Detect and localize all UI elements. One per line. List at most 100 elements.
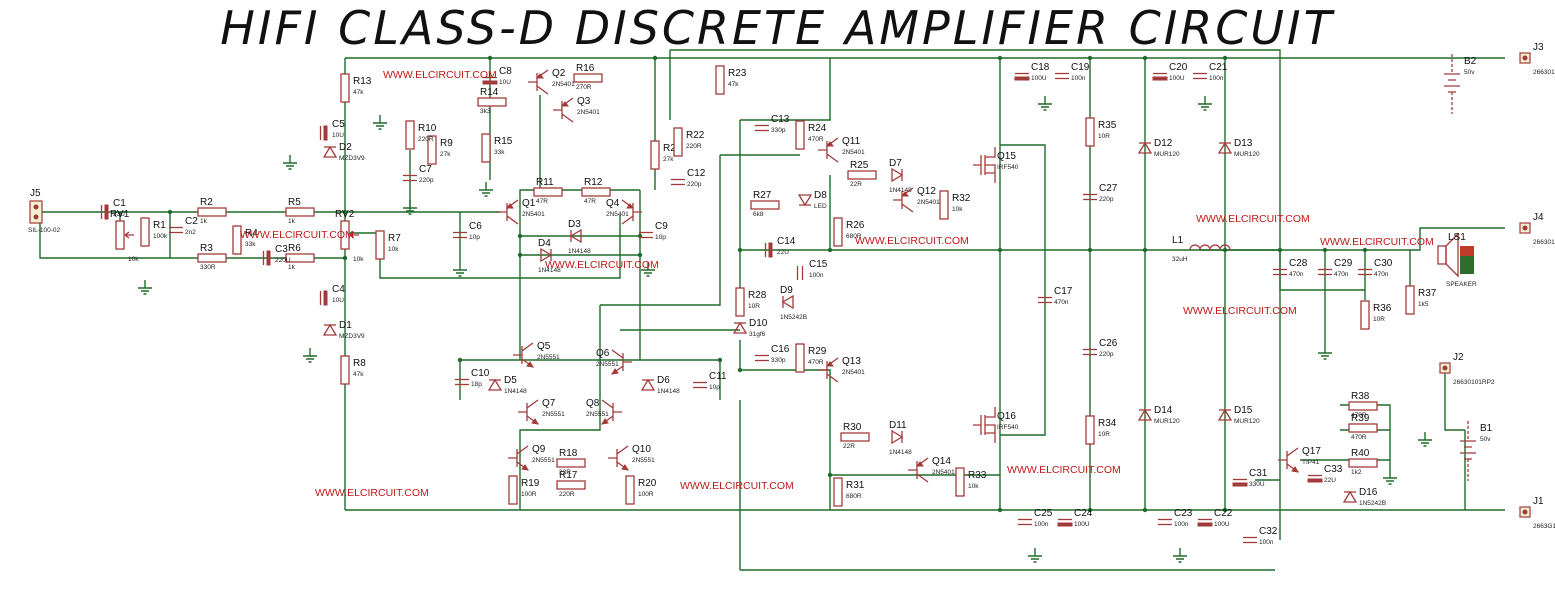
diode-label: D6 bbox=[657, 375, 670, 386]
speaker-label: LS1 bbox=[1448, 232, 1466, 243]
diode-label: D15 bbox=[1234, 405, 1253, 416]
resistor-value: 10R bbox=[1098, 431, 1110, 438]
watermark-text: WWW.ELCIRCUIT.COM bbox=[1183, 305, 1297, 317]
capacitor-value: 330p bbox=[771, 127, 786, 134]
diode-label: D9 bbox=[780, 285, 793, 296]
capacitor-value: 2n2 bbox=[185, 229, 196, 236]
diode-label: D8 bbox=[814, 190, 827, 201]
resistor-value: 10R bbox=[1098, 133, 1110, 140]
capacitor-value: 33U bbox=[113, 211, 125, 218]
diode-d9: D9 1N5242B bbox=[780, 285, 807, 321]
transistor-value: IRF540 bbox=[997, 424, 1019, 431]
transistor-label: Q12 bbox=[917, 186, 936, 197]
capacitor-label: C10 bbox=[471, 368, 490, 379]
resistor-r5: R5 1k bbox=[285, 197, 315, 225]
capacitor-label: C24 bbox=[1074, 508, 1093, 519]
resistor-label: R26 bbox=[846, 220, 865, 231]
transistor-q2: Q2 2N5401 bbox=[528, 68, 575, 95]
diode-value: 1N4148 bbox=[538, 267, 561, 274]
transistor-label: Q2 bbox=[552, 68, 566, 79]
diode-value: 1N5242B bbox=[780, 314, 807, 321]
resistor-value: 47k bbox=[353, 89, 364, 96]
connector-label: J2 bbox=[1453, 352, 1464, 363]
resistor-label: R8 bbox=[353, 358, 366, 369]
capacitor-label: C19 bbox=[1071, 62, 1090, 73]
connector-label: J4 bbox=[1533, 212, 1544, 223]
resistor-value: 680R bbox=[846, 233, 862, 240]
capacitor-label: C33 bbox=[1324, 464, 1343, 475]
wire bbox=[1200, 227, 1505, 251]
resistor-label: R6 bbox=[288, 243, 301, 254]
diode-value: MUR120 bbox=[1154, 151, 1180, 158]
diode-label: D7 bbox=[889, 158, 902, 169]
resistor-r26: R26 680R bbox=[833, 217, 865, 247]
capacitor-label: C13 bbox=[771, 114, 790, 125]
capacitor-label: C8 bbox=[499, 66, 512, 77]
capacitor-value: 22U bbox=[1324, 477, 1336, 484]
capacitor-label: C32 bbox=[1259, 526, 1278, 537]
resistor-value: 270R bbox=[576, 84, 592, 91]
junction-dot bbox=[652, 55, 658, 61]
ground-symbol bbox=[1198, 96, 1212, 111]
resistor-value: 1k bbox=[288, 218, 296, 225]
watermark-text: WWW.ELCIRCUIT.COM bbox=[1320, 236, 1434, 248]
resistor-label: R17 bbox=[559, 470, 578, 481]
ground-symbol bbox=[138, 280, 152, 295]
capacitor-value: 220p bbox=[1099, 196, 1114, 203]
resistor-label: R9 bbox=[440, 138, 453, 149]
resistor-label: R3 bbox=[200, 243, 213, 254]
resistor-label: R1 bbox=[153, 220, 166, 231]
junction-dot bbox=[167, 209, 173, 215]
resistor-label: R35 bbox=[1098, 120, 1117, 131]
transistor-value: 2N5551 bbox=[596, 361, 619, 368]
watermark-text: WWW.ELCIRCUIT.COM bbox=[1007, 464, 1121, 476]
junction-dot bbox=[457, 357, 463, 363]
resistor-value: 6k8 bbox=[753, 211, 764, 218]
junction-dot bbox=[1087, 247, 1093, 253]
resistor-label: R5 bbox=[288, 197, 301, 208]
transistor-label: Q9 bbox=[532, 444, 546, 455]
diode-value: LED bbox=[814, 203, 827, 210]
resistor-label: R34 bbox=[1098, 418, 1117, 429]
capacitor-label: C21 bbox=[1209, 62, 1228, 73]
capacitor-label: C28 bbox=[1289, 258, 1308, 269]
diode-value: 1N4148 bbox=[504, 388, 527, 395]
transistor-value: 2N5401 bbox=[552, 81, 575, 88]
capacitor-value: 470n bbox=[1054, 299, 1069, 306]
resistor-label: R40 bbox=[1351, 448, 1370, 459]
junction-dot bbox=[737, 367, 743, 373]
capacitor-value: 220p bbox=[419, 177, 434, 184]
diode-label: D1 bbox=[339, 320, 352, 331]
diode-value: 1N4148 bbox=[657, 388, 680, 395]
connector-j3: J326630101RP2 bbox=[1519, 42, 1555, 76]
diode-value: MZD3V9 bbox=[339, 333, 365, 340]
